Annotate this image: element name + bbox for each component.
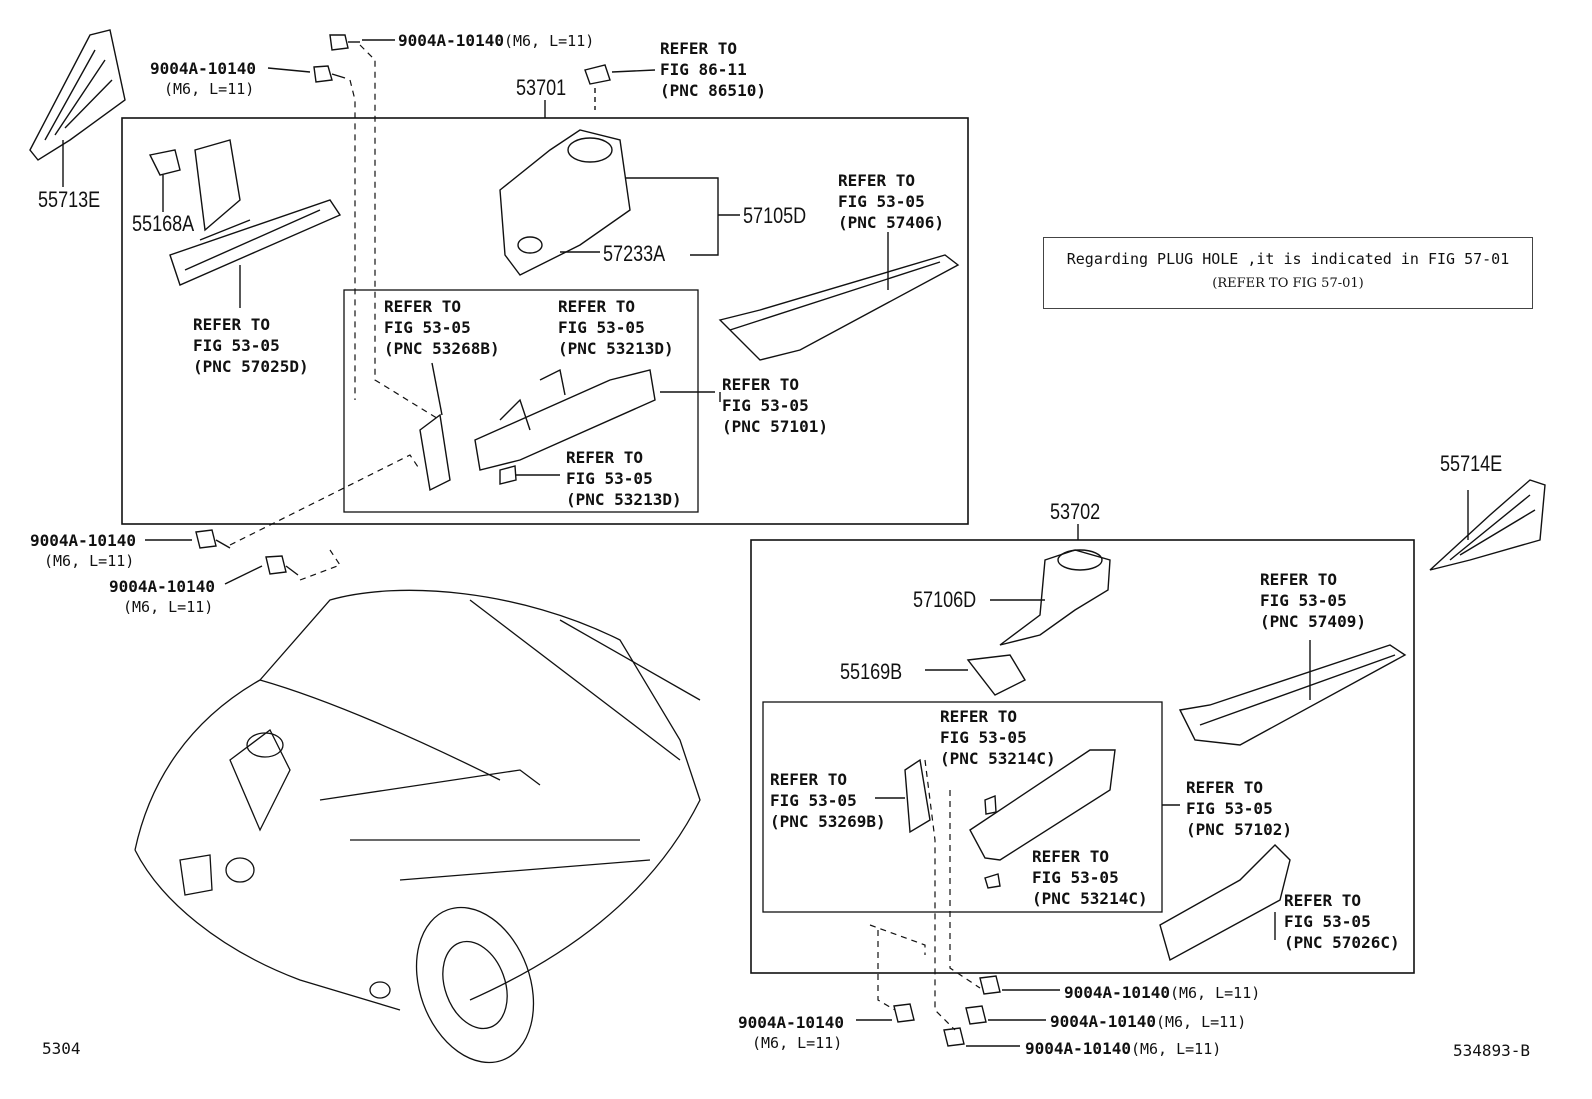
bolt-label-4: 9004A-10140(M6, L=11) <box>109 577 215 616</box>
bolt-label-5: 9004A-10140(M6, L=11) <box>1064 983 1261 1002</box>
bolt-label-7: 9004A-10140(M6, L=11) <box>1025 1039 1222 1058</box>
bolt-label-3: 9004A-10140(M6, L=11) <box>30 531 136 570</box>
part-number-53701: 53701 <box>516 75 567 100</box>
bolt-label-1: 9004A-10140(M6, L=11) <box>398 31 595 50</box>
bolt-label-8: 9004A-10140(M6, L=11) <box>738 1013 844 1052</box>
car-outline-drawing <box>134 589 701 1064</box>
part-57102-drawing <box>969 749 1180 889</box>
part-55169B-drawing <box>925 654 1026 696</box>
bolt-icons <box>195 34 1001 1047</box>
part-number-57106D: 57106D <box>913 587 977 612</box>
part-57406-drawing <box>718 232 960 361</box>
footer-right-code: 534893-B <box>1453 1041 1531 1060</box>
note-line-2: (REFER TO FIG 57-01) <box>1212 276 1364 291</box>
part-55168A-drawing <box>148 149 181 212</box>
part-number-55713E: 55713E <box>38 187 101 212</box>
part-number-55714E: 55714E <box>1440 451 1503 476</box>
part-57105D-drawing <box>499 64 740 276</box>
part-57101-drawing <box>474 368 721 471</box>
part-57106D-drawing <box>990 549 1111 646</box>
bolt-label-6: 9004A-10140(M6, L=11) <box>1050 1012 1247 1031</box>
note-line-1: Regarding PLUG HOLE ,it is indicated in … <box>1066 250 1510 268</box>
part-53269B-drawing <box>875 758 931 834</box>
part-number-55169B: 55169B <box>840 659 903 684</box>
part-number-53702: 53702 <box>1050 499 1101 524</box>
bolt-label-2: 9004A-10140(M6, L=11) <box>150 59 256 98</box>
part-57025D-drawing <box>169 139 342 308</box>
part-53268B-drawing <box>419 362 451 492</box>
part-number-57105D: 57105D <box>743 203 807 228</box>
part-57026C-drawing <box>1159 844 1291 962</box>
part-55713E-drawing <box>29 29 126 187</box>
plug-hole-note: Regarding PLUG HOLE ,it is indicated in … <box>1043 237 1533 309</box>
footer-left-code: 5304 <box>42 1039 81 1058</box>
part-number-57233A: 57233A <box>603 241 666 266</box>
part-number-55168A: 55168A <box>132 211 195 236</box>
part-57409-drawing <box>1178 640 1407 746</box>
part-55714E-drawing <box>1429 479 1546 571</box>
